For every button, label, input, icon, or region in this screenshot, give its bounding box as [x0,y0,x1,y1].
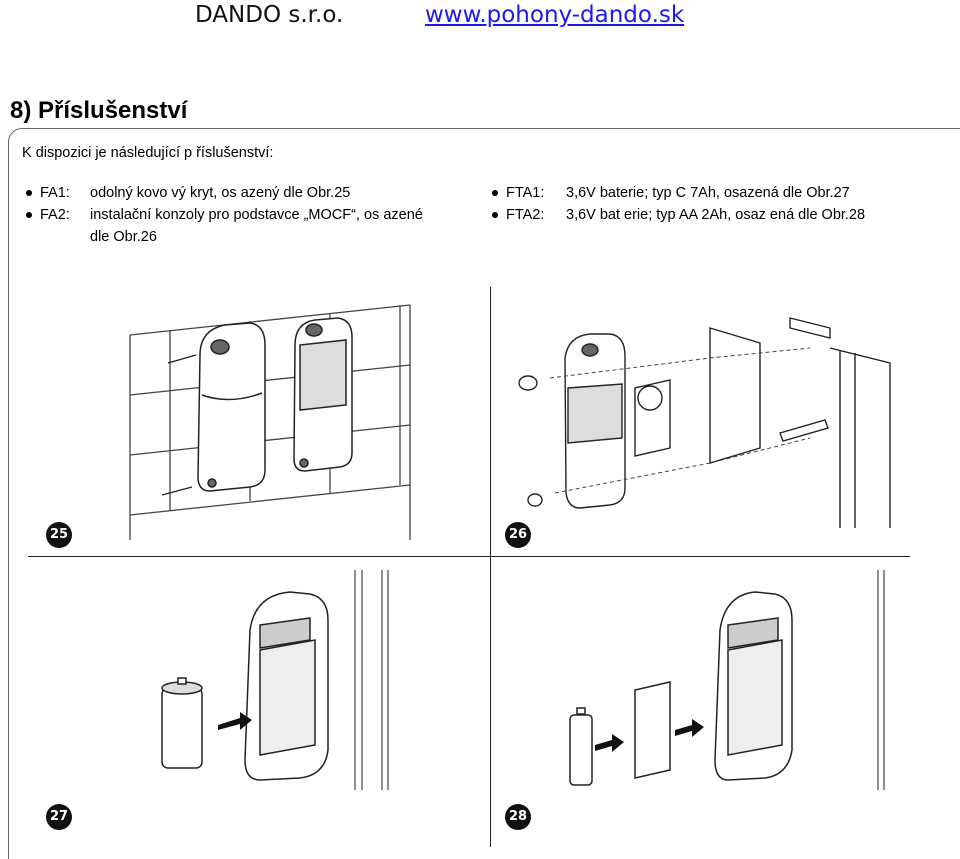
item-text: 3,6V baterie; typ C 7Ah, osazená dle Obr… [566,185,850,201]
post-mounting-bracket-exploded-icon [518,317,891,528]
figure-divider-horizontal [28,556,910,557]
figure-number-26: 26 [505,522,531,548]
accessory-list-left: FA1: odolný kovo vý kryt, os azený dle Ob… [24,182,474,248]
wall-mounted-photocell-cover-icon [129,304,411,540]
item-code: FA2: [40,207,70,223]
content-panel [8,128,960,859]
list-item-fta2: FTA2: 3,6V bat erie; typ AA 2Ah, osaz ená… [490,204,950,226]
website-link[interactable]: www.pohony-dando.sk [425,2,685,28]
intro-text: K dispozici je následující p říslušenstv… [22,145,274,161]
item-code: FTA1: [506,185,545,201]
accessory-list-right: FTA1: 3,6V baterie; typ C 7Ah, osazená dl… [490,182,950,226]
item-text: instalační konzoly pro podstavce „MOCF“,… [90,207,423,223]
item-text-continued: dle Obr.26 [90,229,157,245]
item-text: odolný kovo vý kryt, os azený dle Obr.25 [90,185,351,201]
item-text: 3,6V bat erie; typ AA 2Ah, osaz ená dle … [566,207,866,223]
list-item-fa1: FA1: odolný kovo vý kryt, os azený dle Ob… [24,182,474,204]
aa-battery-adapter-insertion-icon [569,570,885,790]
company-name: DANDO s.r.o. [195,2,344,28]
list-item-fa2: FA2: instalační konzoly pro podstavce „MO… [24,204,474,248]
item-code: FA1: [40,185,70,201]
list-item-fta1: FTA1: 3,6V baterie; typ C 7Ah, osazená dl… [490,182,950,204]
item-code: FTA2: [506,207,545,223]
figure-divider-vertical [490,287,491,847]
figure-number-27: 27 [46,804,72,830]
section-title: 8) Příslušenství [10,97,188,124]
c-battery-insertion-icon [161,570,389,790]
figure-number-28: 28 [505,804,531,830]
figure-number-25: 25 [46,522,72,548]
page-header: DANDO s.r.o. www.pohony-dando.sk [0,0,960,30]
